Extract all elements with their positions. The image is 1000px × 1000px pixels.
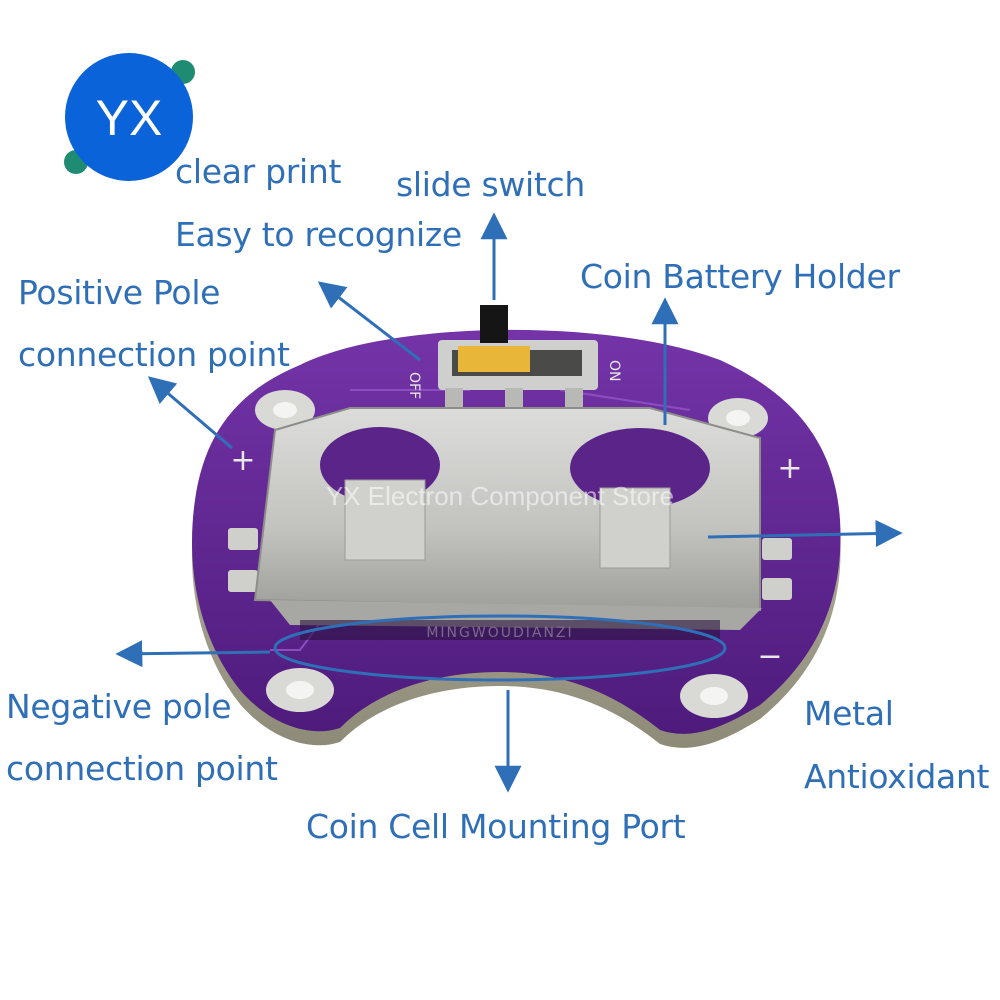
- mounting-port-highlight: [273, 614, 727, 682]
- mounting-pad: [255, 390, 315, 430]
- label-negative-connection: connection point: [6, 749, 278, 788]
- arrow-metal: [707, 520, 903, 548]
- arrow-negative-pole: [115, 640, 271, 668]
- coin-battery-holder: MINGWOUDIANZI: [253, 407, 762, 641]
- mounting-pad: [680, 674, 748, 718]
- switch-on-label: ON: [606, 360, 622, 382]
- logo-circle: [65, 53, 193, 181]
- board-marking: MINGWOUDIANZI: [426, 625, 573, 641]
- label-coin-battery-holder: Coin Battery Holder: [580, 257, 900, 296]
- arrow-positive-pole: [147, 376, 233, 450]
- label-positive-connection: connection point: [18, 335, 290, 374]
- label-antioxidant: Antioxidant: [804, 757, 990, 796]
- label-negative-pole: Negative pole: [6, 687, 232, 726]
- plus-mark: +: [777, 451, 802, 486]
- label-clear-print: clear print: [175, 152, 342, 191]
- callout-arrows: [115, 212, 903, 793]
- slide-switch: [438, 305, 598, 408]
- label-metal: Metal: [804, 694, 894, 733]
- minus-mark: −: [757, 639, 782, 674]
- plus-mark: +: [230, 443, 255, 478]
- brand-logo: YX: [64, 53, 195, 181]
- label-positive-pole: Positive Pole: [18, 273, 221, 312]
- store-watermark: YX Electron Component Store: [326, 481, 674, 511]
- switch-knob: [480, 305, 508, 343]
- logo-text: YX: [96, 90, 163, 146]
- mounting-pad: [266, 668, 334, 712]
- arrow-clear-print: [317, 281, 421, 362]
- label-easy-recognize: Easy to recognize: [175, 215, 462, 254]
- label-slide-switch: slide switch: [396, 165, 586, 204]
- label-mounting-port: Coin Cell Mounting Port: [306, 807, 686, 846]
- switch-off-label: OFF: [406, 372, 422, 399]
